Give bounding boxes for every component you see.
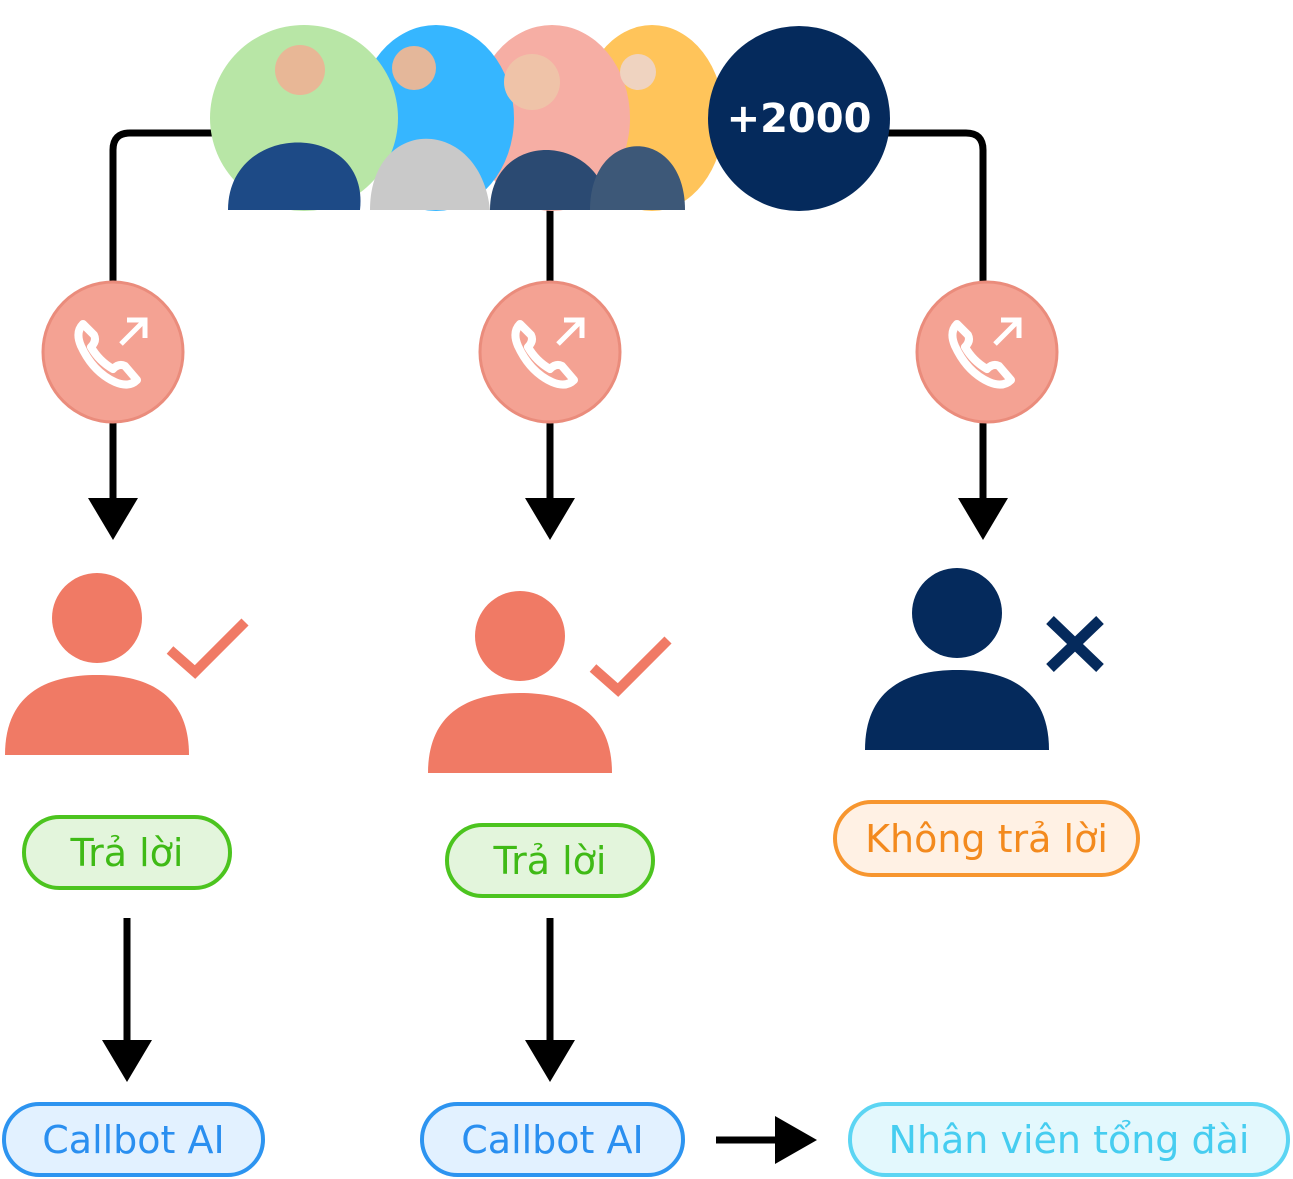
connectors [109,129,987,1144]
status-answered-badge: Trả lời [22,815,232,890]
operator-node: Nhân viên tổng đài [848,1102,1290,1177]
check-icon [166,618,249,679]
status-not-answered-badge: Không trả lời [833,800,1140,877]
user-not-answered-icon [865,568,1049,750]
callbot-ai-node: Callbot AI [420,1102,685,1177]
arrowheads [88,498,1008,1164]
callbot-ai-node: Callbot AI [2,1102,265,1177]
user-answered-icon [5,573,189,755]
more-people-count: +2000 [708,26,890,211]
user-answered-icon [428,591,612,773]
status-answered-badge: Trả lời [445,823,655,898]
x-icon [1046,616,1104,672]
avatar-group [210,25,724,211]
phone-outgoing-icon [917,282,1057,422]
phone-outgoing-icon [43,282,183,422]
phone-outgoing-icon [480,282,620,422]
check-icon [589,636,672,697]
